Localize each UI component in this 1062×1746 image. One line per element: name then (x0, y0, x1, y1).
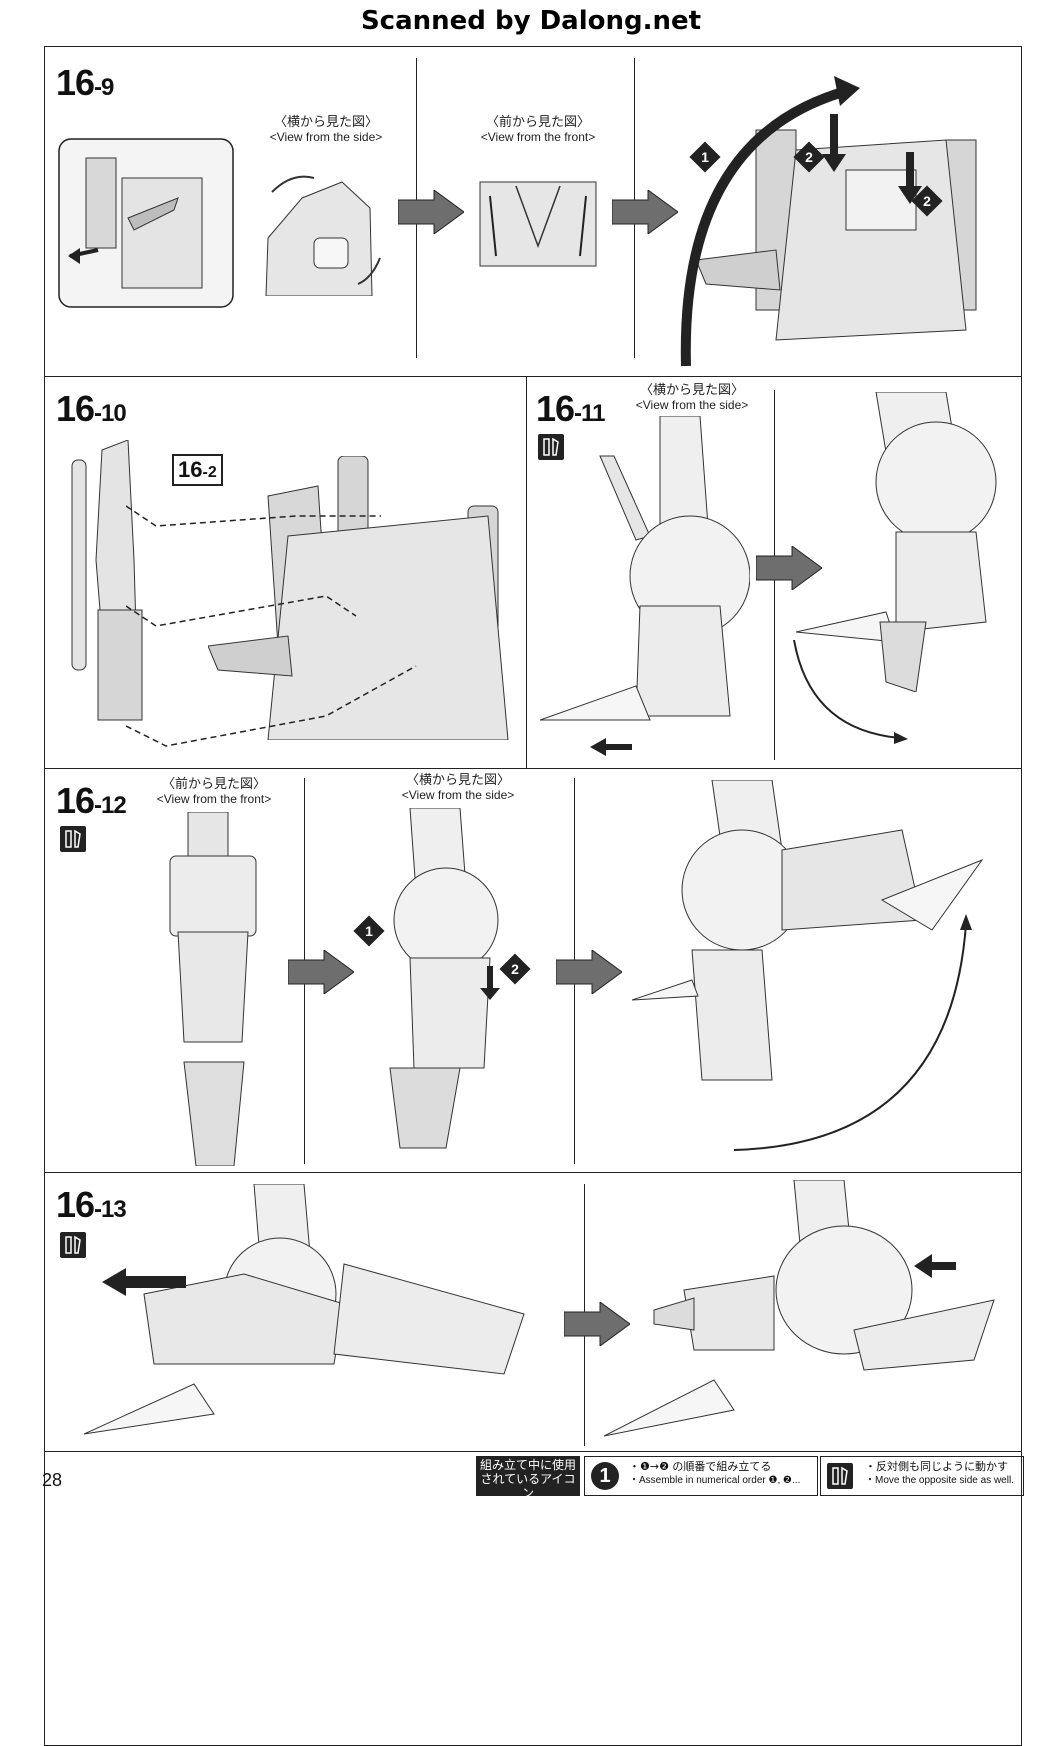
order-mark-2: 2 (793, 141, 825, 173)
step-label-16-13: 16-13 (56, 1184, 127, 1225)
illustration-16-9-front (479, 181, 597, 267)
caption-side-view: 〈横から見た図〉<View from the side> (269, 115, 383, 145)
illustration-16-12-side (389, 808, 499, 1149)
motion-arrow-icon (733, 914, 972, 1151)
illustration-16-13-before (84, 1184, 525, 1435)
mirror-icon (60, 826, 86, 852)
divider-row-2 (44, 768, 1022, 769)
mirror-icon (60, 1232, 86, 1258)
page-frame-inner (44, 46, 1022, 1452)
motion-arrow-icon (822, 114, 846, 172)
page-number: 28 (42, 1470, 63, 1490)
process-arrow-icon (756, 546, 822, 590)
watermark: Scanned by Dalong.net (360, 6, 702, 36)
caption-front-view: 〈前から見た図〉<View from the front> (480, 115, 596, 145)
process-arrow-icon (612, 190, 678, 234)
caption-front-view: 〈前から見た図〉<View from the front> (156, 777, 272, 807)
illustration-16-9-side (265, 175, 381, 296)
illustration-16-12-extended (632, 780, 984, 1081)
process-arrow-icon (556, 950, 622, 994)
order-mark-2: 2 (911, 185, 943, 217)
motion-arrow-icon (590, 738, 632, 756)
process-arrow-icon (564, 1302, 630, 1346)
reference-box-16-2: 16-2 (172, 454, 223, 486)
legend-mirror: ・反対側も同じように動かす ・Move the opposite side as… (820, 1456, 1024, 1496)
divider-10-11 (526, 376, 527, 768)
illustration-16-10-body (208, 456, 509, 740)
illustration-16-11-leg-b (796, 392, 997, 692)
illustration-16-13-after (604, 1180, 995, 1437)
process-arrow-icon (398, 190, 464, 234)
motion-arrow-icon (480, 966, 500, 1000)
motion-arrow-icon (793, 640, 908, 744)
order-badge: 1 (591, 1462, 619, 1490)
motion-arrow-icon (914, 1254, 956, 1278)
illustration-16-12-front (169, 812, 257, 1166)
step-label-16-10: 16-10 (56, 388, 127, 429)
legend-order: 1 ・❶→❷ の順番で組み立てる ・Assemble in numerical … (584, 1456, 818, 1496)
caption-side-view: 〈横から見た図〉<View from the side> (635, 383, 749, 413)
order-mark-1: 1 (353, 915, 385, 947)
step-label-16-12: 16-12 (56, 780, 127, 821)
divider-row-3 (44, 1172, 1022, 1173)
illustration-16-9-detail (58, 138, 234, 308)
order-mark-2: 2 (499, 953, 531, 985)
motion-arrow-icon (898, 152, 922, 204)
mirror-icon (827, 1463, 853, 1489)
illustration-16-10-parts (71, 440, 143, 721)
illustration-16-10-connectors (126, 505, 417, 747)
legend-title: 組み立て中に使用 されているアイコン Symbols used in instr… (476, 1456, 580, 1509)
illustration-16-11-leg-a (540, 416, 750, 721)
caption-side-view: 〈横から見た図〉<View from the side> (401, 773, 515, 803)
process-arrow-icon (288, 950, 354, 994)
divider-row-1 (44, 376, 1022, 377)
order-mark-1: 1 (689, 141, 721, 173)
step-label-16-11: 16-11 (536, 388, 605, 429)
mirror-icon (538, 434, 564, 460)
step-label-16-9: 16-9 (56, 62, 114, 103)
motion-arrow-icon (680, 76, 860, 367)
motion-arrow-icon (102, 1268, 186, 1296)
